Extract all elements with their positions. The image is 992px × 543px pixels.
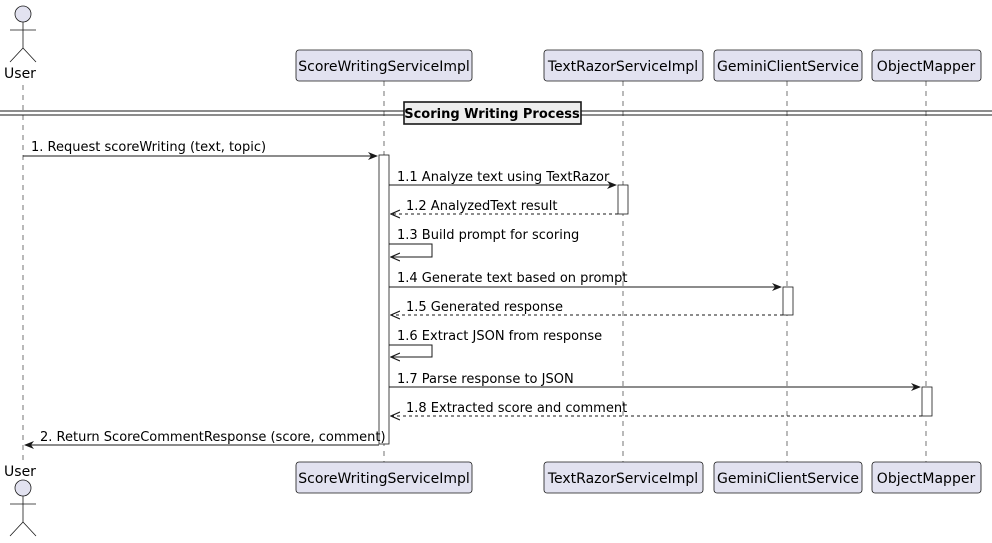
actor-head (14, 479, 32, 497)
message-label: 1.6 Extract JSON from response (397, 329, 602, 344)
message-1-1: 1.1 Analyze text using TextRazor (389, 170, 617, 189)
actor-user-bottom: User (4, 464, 37, 537)
message-1-2: 1.2 AnalyzedText result (391, 199, 618, 214)
message-1-6: 1.6 Extract JSON from response (389, 329, 602, 357)
participant-scorewritingserviceimpl: ScoreWritingServiceImpl (295, 49, 473, 82)
participant-label: ScoreWritingServiceImpl (298, 471, 470, 487)
messages: 1. Request scoreWriting (text, topic) 1.… (23, 140, 922, 449)
message-1-7: 1.7 Parse response to JSON (389, 372, 921, 391)
message-1-5: 1.5 Generated response (391, 300, 783, 315)
participant-textrazorserviceimpl-bottom: TextRazorServiceImpl (543, 461, 704, 494)
activation-objectmapper (921, 386, 933, 417)
message-1-8: 1.8 Extracted score and comment (391, 401, 922, 416)
message-1: 1. Request scoreWriting (text, topic) (23, 140, 378, 160)
actor-label-bottom: User (4, 464, 36, 480)
message-label: 1.4 Generate text based on prompt (397, 271, 627, 286)
participant-objectmapper-bottom: ObjectMapper (871, 461, 982, 494)
participant-label: GeminiClientService (717, 59, 859, 75)
activation-geminiclientservice (782, 286, 794, 316)
activation-textrazorserviceimpl (617, 184, 629, 215)
participant-geminiclientservice-bottom: GeminiClientService (713, 461, 863, 494)
participant-label: ScoreWritingServiceImpl (298, 59, 470, 75)
message-label: 1.2 AnalyzedText result (406, 199, 558, 214)
participant-label: GeminiClientService (717, 471, 859, 487)
participants-top: ScoreWritingServiceImpl TextRazorService… (295, 49, 982, 82)
message-label: 1.5 Generated response (406, 300, 563, 315)
message-label: 2. Return ScoreCommentResponse (score, c… (40, 430, 386, 445)
message-label: 1.8 Extracted score and comment (406, 401, 627, 416)
message-label: 1.1 Analyze text using TextRazor (397, 170, 610, 185)
message-label: 1.7 Parse response to JSON (397, 372, 574, 387)
message-1-3: 1.3 Build prompt for scoring (389, 228, 579, 257)
message-2: 2. Return ScoreCommentResponse (score, c… (24, 430, 386, 449)
actor-head (14, 5, 32, 23)
activation-scorewritingserviceimpl (378, 154, 390, 445)
section-divider: Scoring Writing Process (0, 101, 992, 125)
message-label: 1.3 Build prompt for scoring (397, 228, 579, 243)
actor-user-top: User (4, 5, 37, 82)
message-1-4: 1.4 Generate text based on prompt (389, 271, 782, 291)
activations (378, 154, 933, 445)
participant-scorewritingserviceimpl-bottom: ScoreWritingServiceImpl (295, 461, 473, 494)
participant-label: ObjectMapper (877, 59, 976, 75)
participant-label: TextRazorServiceImpl (547, 471, 698, 487)
participant-label: TextRazorServiceImpl (547, 59, 698, 75)
actor-label-top: User (4, 66, 36, 82)
participant-label: ObjectMapper (877, 471, 976, 487)
divider-label: Scoring Writing Process (404, 107, 580, 122)
message-label: 1. Request scoreWriting (text, topic) (31, 140, 266, 155)
participants-bottom: ScoreWritingServiceImpl TextRazorService… (295, 461, 982, 494)
participant-objectmapper: ObjectMapper (871, 49, 982, 82)
participant-geminiclientservice: GeminiClientService (713, 49, 863, 82)
participant-textrazorserviceimpl: TextRazorServiceImpl (543, 49, 704, 82)
